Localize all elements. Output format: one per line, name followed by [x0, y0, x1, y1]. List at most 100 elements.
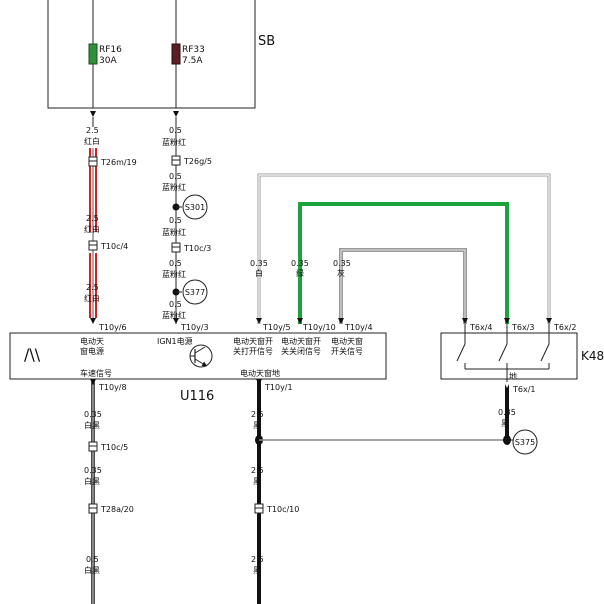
fuse-rf33: RF33 7.5A	[171, 0, 205, 108]
connector-label: T10y/6	[98, 323, 127, 332]
wire-size-label: 0.5	[169, 300, 182, 309]
fuse-rf16-id: RF16	[99, 45, 122, 55]
wire-size-label: 0.5	[169, 216, 182, 225]
connector-label: T10y/1	[264, 383, 293, 392]
wire-size-label: 2.5	[86, 126, 99, 135]
connector-t28a-20: T28a/20	[88, 503, 134, 514]
wire-color-label: 黑	[501, 419, 509, 428]
u116-pin10-label: 电动天窗开	[281, 336, 321, 346]
fuse-rf33-body	[171, 43, 181, 65]
gray-wire	[339, 248, 467, 324]
wire-color-label: 蓝粉红	[162, 227, 186, 237]
wire-color-label: 蓝粉红	[162, 182, 186, 192]
wire-size-label: 0.35	[291, 259, 309, 268]
connector-label: T26g/5	[183, 157, 212, 166]
wire-size-label: 0.35	[498, 408, 516, 417]
green-wire	[298, 202, 509, 324]
wire-color-label: 红白	[84, 224, 100, 234]
wire-color-label: 蓝粉红	[162, 310, 186, 320]
connector-label: T6x/1	[512, 385, 536, 394]
wire-size-label: 0.35	[250, 259, 268, 268]
connector-t26g-5: T26g/5	[171, 155, 212, 166]
wire-color-label: 白	[255, 268, 263, 278]
u116-pin3-label: IGN1电源	[157, 336, 193, 346]
connector-label: T6x/4	[469, 323, 493, 332]
splice-label: S301	[185, 203, 205, 212]
u116-name: U116	[180, 389, 214, 404]
connector-label: T6x/2	[553, 323, 577, 332]
wire-color-label: 灰	[337, 268, 345, 278]
wire-size-label: 0.5	[169, 259, 182, 268]
connector-label: T10c/3	[183, 244, 211, 253]
connector-label: T26m/19	[100, 158, 137, 167]
wire-color-label: 白黑	[84, 420, 100, 430]
wire-size-label: 0.35	[84, 410, 102, 419]
connector-label: T10y/3	[180, 323, 209, 332]
pin-arrow	[297, 318, 303, 324]
pin-arrow	[173, 318, 179, 324]
wire-color-label: 红白	[84, 136, 100, 146]
pin-arrow	[338, 318, 344, 324]
fuse-rf16-body	[88, 43, 98, 65]
connector-label: T10c/10	[266, 505, 299, 514]
u116-pin4-label: 开关信号	[331, 346, 363, 356]
connector-label: T10y/5	[262, 323, 291, 332]
k48-ground-label: 地	[509, 371, 517, 381]
wire-color-label: 白黑	[84, 565, 100, 575]
white-wire-core	[258, 174, 550, 324]
splice-s301: S301	[172, 194, 208, 220]
fuse-rf33-rating: 7.5A	[182, 56, 203, 66]
wire-size-label: 2.5	[251, 466, 264, 475]
ic-logo: /\\	[24, 345, 41, 364]
wire-size-label: 0.5	[169, 172, 182, 181]
u116-pin8-label: 车速信号	[80, 368, 112, 378]
fuse-rf33-id: RF33	[182, 45, 205, 55]
wire-size-label: 2.5	[86, 214, 99, 223]
u116-pin5-label: 关打开信号	[233, 346, 273, 356]
pin-arrow	[256, 318, 262, 324]
pin-arrow	[256, 379, 262, 385]
k48-switch	[440, 324, 578, 382]
connector-label: T10y/8	[98, 383, 127, 392]
wire-color-label: 蓝粉红	[162, 137, 186, 147]
transistor-symbol	[189, 344, 213, 368]
connector-label: T10y/4	[344, 323, 373, 332]
splice-s375: S375	[503, 429, 538, 455]
u116-pin1-label: 电动天窗地	[240, 368, 280, 378]
pin-arrow	[90, 379, 96, 385]
connector-t26m-19: T26m/19	[88, 156, 137, 167]
u116-pin4-label: 电动天窗	[331, 336, 363, 346]
connector-label: T6x/3	[511, 323, 535, 332]
k48-name: K48	[581, 349, 604, 363]
connector-t10c-10: T10c/10	[254, 503, 299, 514]
u116-pin6-label: 电动天	[80, 336, 104, 346]
wire-color-label: 黑	[253, 477, 261, 486]
splice-label: S375	[515, 438, 535, 447]
wire-size-label: 0.5	[86, 555, 99, 564]
connector-t10c-3: T10c/3	[171, 242, 211, 253]
connector-label: T28a/20	[100, 505, 134, 514]
pin-arrow	[546, 318, 552, 324]
sb-fuse-box: SB	[47, 0, 275, 109]
splice-s377: S377	[172, 279, 208, 305]
wire-size-label: 0.35	[333, 259, 351, 268]
u116-pin6-label: 窗电源	[80, 346, 104, 356]
u116-pin5-label: 电动天窗开	[233, 336, 273, 346]
pin-arrow	[90, 318, 96, 324]
sb-pin-arrow-right	[173, 111, 179, 117]
splice-label: S377	[185, 288, 205, 297]
wire-color-label: 蓝粉红	[162, 269, 186, 279]
sb-label: SB	[258, 34, 275, 49]
wire-size-label: 0.35	[84, 466, 102, 475]
wire-color-label: 白黑	[84, 476, 100, 486]
wire-color-label: 黑	[253, 421, 261, 430]
pin-arrow	[504, 318, 510, 324]
connector-t10c-4: T10c/4	[88, 240, 128, 251]
wire-size-label: 0.5	[169, 126, 182, 135]
pin-arrow	[504, 382, 510, 388]
wire-color-label: 绿	[296, 269, 304, 278]
pin-arrow	[462, 318, 468, 324]
u116-pin10-label: 关关闭信号	[281, 346, 321, 356]
wire-size-label: 2.5	[251, 410, 264, 419]
